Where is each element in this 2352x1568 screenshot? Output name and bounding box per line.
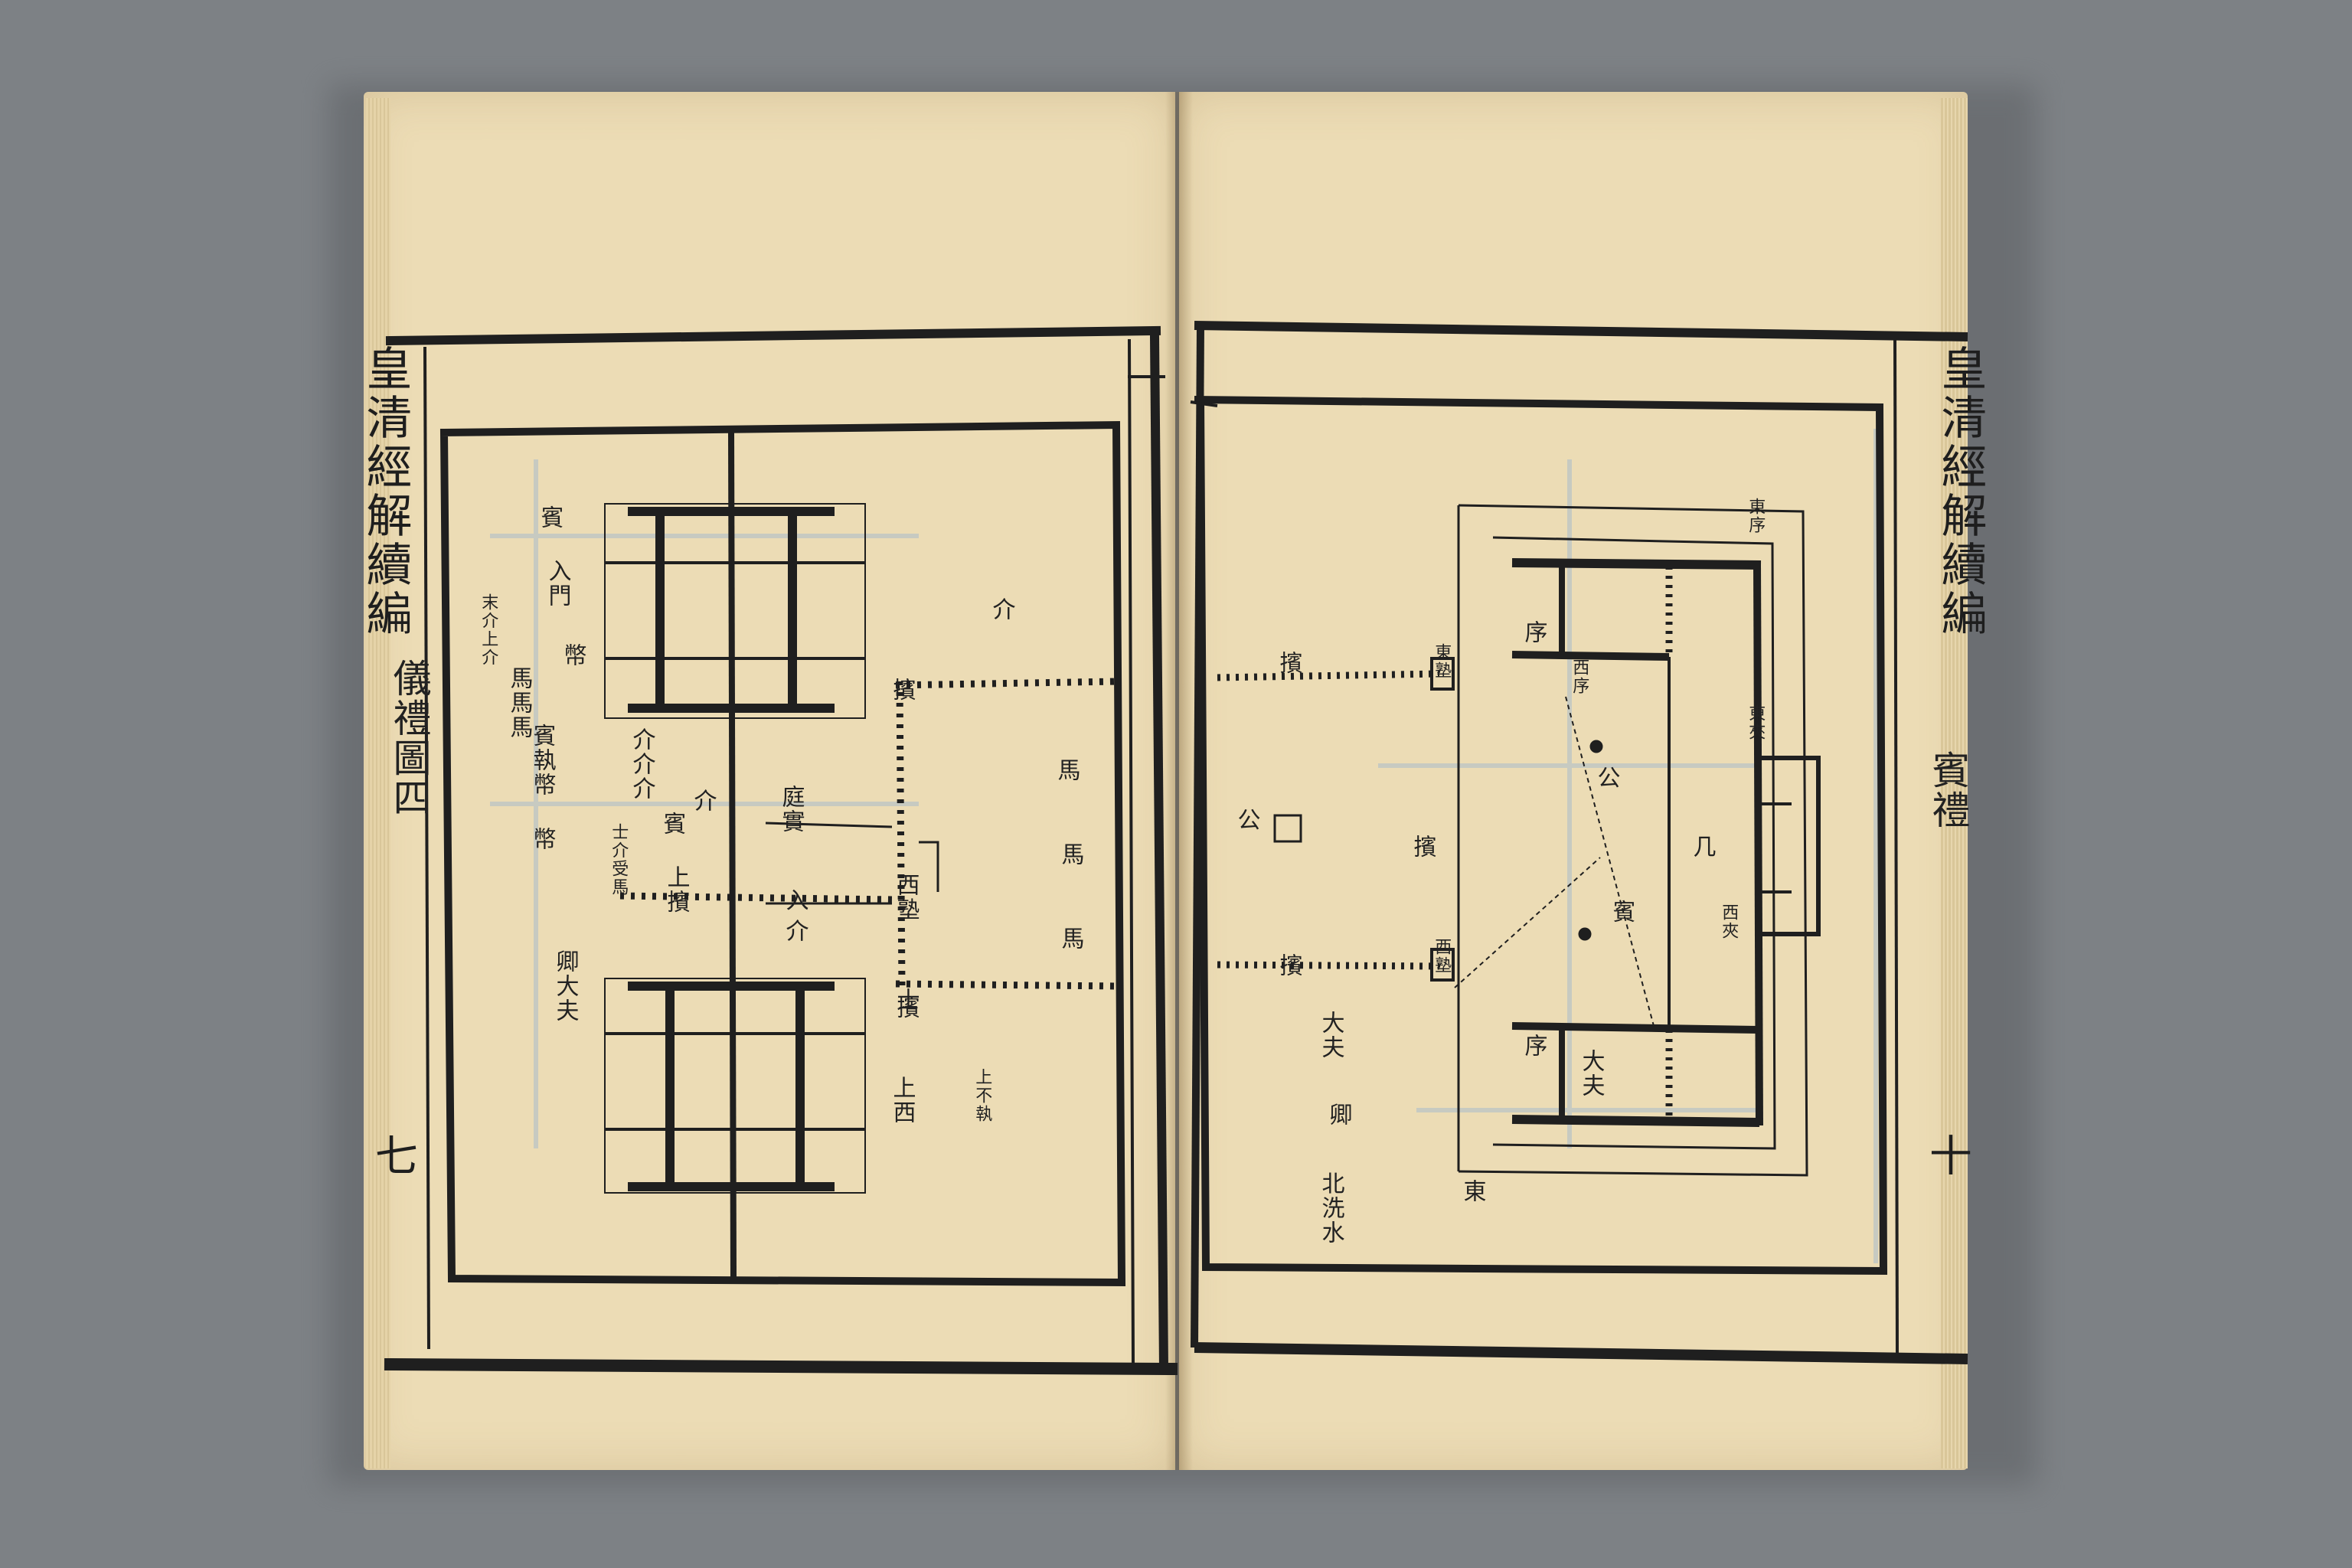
label-gift: 幣	[559, 643, 586, 668]
label-scholar: 士	[892, 988, 920, 1012]
label-ministers: 卿大夫	[551, 949, 579, 1023]
label-guest-r: 賓	[1608, 900, 1635, 924]
label-court-gifts: 庭實	[777, 785, 805, 834]
label-not-holding: 上不執	[972, 1068, 992, 1123]
left-chapter-heading: 儀禮圖四	[387, 658, 432, 818]
label-duke: 公	[1233, 808, 1260, 832]
label-senior-usher: 上擯	[662, 865, 690, 914]
label-great-officer: 大夫	[1317, 1011, 1344, 1060]
label-guest-holds-gift: 賓執幣	[528, 724, 556, 797]
label-minister: 卿	[1325, 1102, 1352, 1127]
label-west-wing: 西序	[1570, 658, 1589, 695]
label-west-hall-r: 西塾	[1432, 938, 1452, 975]
right-folio: 十	[1922, 1133, 1972, 1178]
label-horse-2: 馬	[1057, 842, 1084, 867]
label-horse-3: 馬	[1057, 926, 1084, 951]
label-north-washbasin: 北洗水	[1317, 1171, 1344, 1245]
label-receive-horses: 士介受馬	[609, 823, 629, 897]
label-attendants: 介介介	[628, 727, 655, 801]
label-usher-top: 擯	[888, 678, 916, 702]
label-enter-gate: 入門	[544, 559, 571, 608]
label-envoy-2: 介	[781, 919, 808, 943]
label-envoys: 末介上介	[479, 593, 498, 667]
label-east-wing: 東序	[1746, 498, 1766, 534]
bleed-through-lines	[490, 429, 1878, 1263]
label-usher-2: 擯	[1275, 953, 1302, 978]
label-side-1: 序	[1520, 620, 1547, 645]
right-chapter-heading: 賓禮	[1926, 750, 1971, 830]
left-page-edge	[366, 98, 390, 1468]
label-envoy: 介	[689, 789, 717, 813]
label-envoy-3: 介	[988, 597, 1015, 622]
label-usher-3: 擯	[1409, 835, 1436, 859]
left-page-frame	[384, 325, 1178, 1376]
label-great-officer-r: 大夫	[1577, 1049, 1605, 1098]
label-bin: 賓	[536, 505, 564, 530]
label-usher-bottom: 擯	[892, 995, 920, 1020]
label-enter: 入	[781, 888, 808, 913]
label-east-chamber: 東夾	[1746, 704, 1766, 741]
left-page	[364, 92, 1175, 1470]
right-page-frame	[1190, 321, 1968, 1364]
left-plan	[604, 432, 1119, 1279]
label-duke-r: 公	[1592, 766, 1620, 790]
label-east: 東	[1459, 1179, 1486, 1204]
left-margin-title: 皇清經解續編	[358, 345, 412, 639]
label-table: 几	[1688, 835, 1716, 859]
label-upper-west: 上西	[888, 1076, 916, 1125]
right-margin-title: 皇清經解續編	[1933, 345, 1987, 639]
book-gutter	[1165, 92, 1193, 1470]
left-folio: 七	[368, 1133, 418, 1178]
label-west-chamber: 西夾	[1719, 903, 1739, 940]
right-plan	[1217, 504, 1821, 1177]
label-usher-1: 擯	[1275, 651, 1302, 675]
label-west-hall: 西塾	[892, 873, 920, 922]
label-east-hall: 東塾	[1432, 643, 1452, 680]
label-horses: 馬馬馬	[505, 666, 533, 740]
label-side-2: 序	[1520, 1034, 1547, 1058]
right-page	[1179, 92, 1968, 1470]
label-guest: 賓	[658, 812, 686, 836]
label-gift-2: 幣	[528, 827, 556, 851]
right-page-edge	[1941, 98, 1968, 1468]
label-horse-1: 馬	[1053, 758, 1080, 782]
